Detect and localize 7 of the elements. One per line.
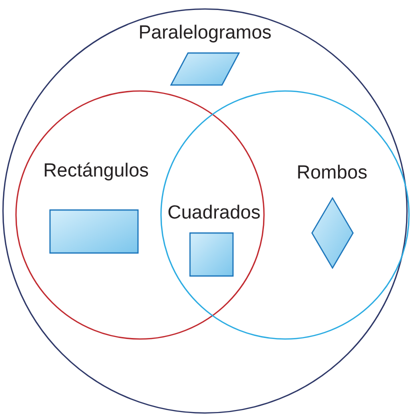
set-circle <box>160 90 410 340</box>
set-label: Rombos <box>296 164 368 184</box>
set-circle <box>15 90 265 340</box>
set-label: Rectángulos <box>43 162 149 182</box>
set-label: Cuadrados <box>168 204 260 224</box>
set-label: Paralelogramos <box>138 24 272 44</box>
set-circle <box>2 8 408 414</box>
